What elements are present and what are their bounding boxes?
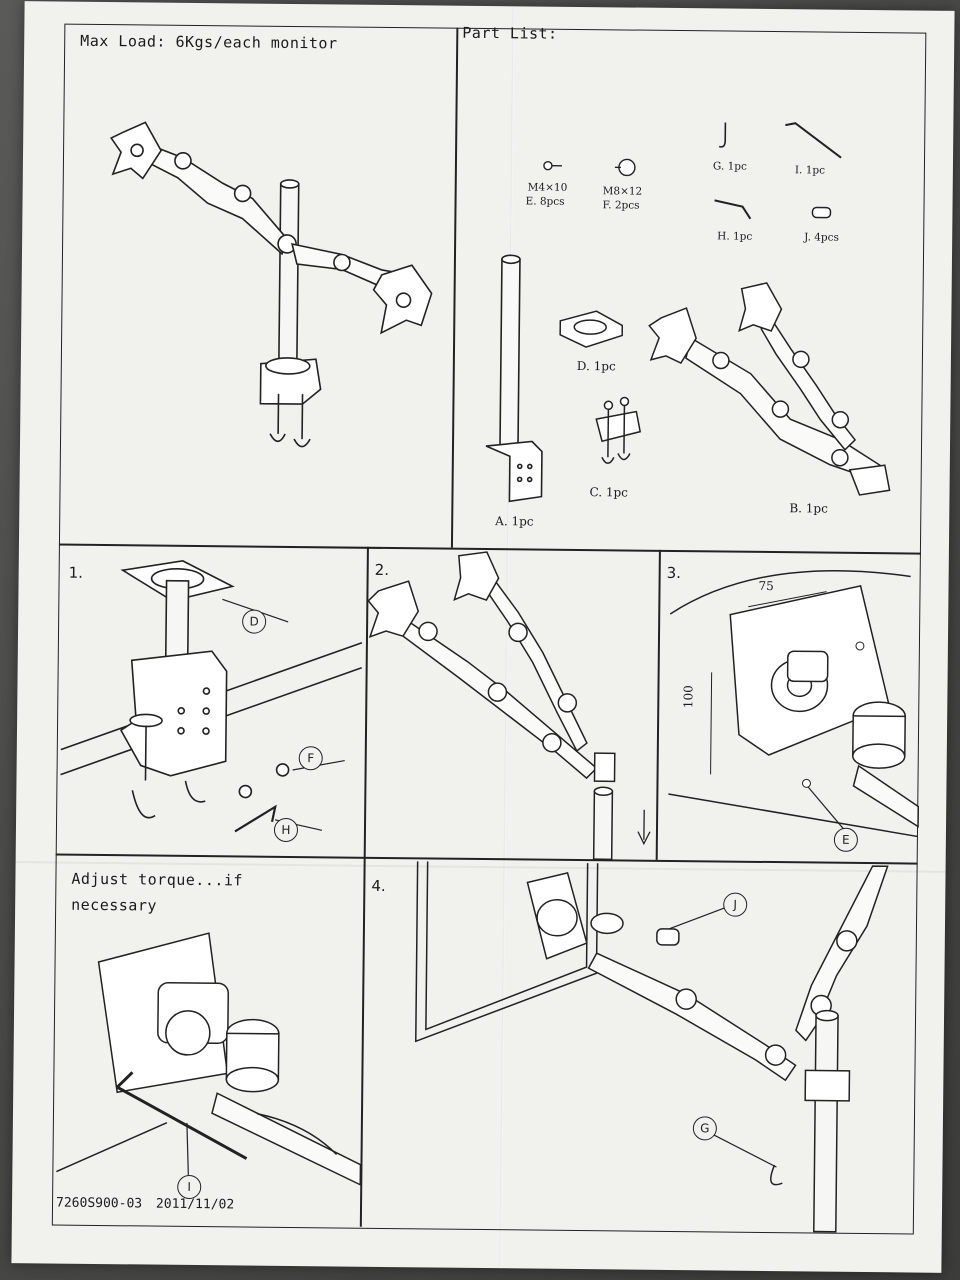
max-load-text: Max Load: 6Kgs/each monitor <box>80 31 338 53</box>
part-f-qty: F. 2pcs <box>602 199 640 212</box>
allen-key-i-icon <box>785 122 842 159</box>
part-a: A. 1pc <box>495 514 534 529</box>
step-2-illustration <box>367 551 651 861</box>
torque-note-line2: necessary <box>71 895 158 915</box>
footer-date: 2011/11/02 <box>155 1196 235 1213</box>
allen-key-h-icon <box>714 199 752 220</box>
callout-h: H <box>273 817 299 843</box>
torque-illustration <box>56 932 362 1186</box>
arm-b-illustration <box>648 282 891 496</box>
instruction-sheet: Max Load: 6Kgs/each monitor Part List: <box>11 1 955 1273</box>
dimension-width: 75 <box>758 578 774 594</box>
screw-f-icon <box>614 158 636 177</box>
part-list-heading: Part List: <box>462 23 558 43</box>
footer-code: 7260S900-03 2011/11/02 <box>56 1196 234 1213</box>
part-h: H. 1pc <box>717 230 753 243</box>
part-b: B. 1pc <box>789 501 828 516</box>
callout-d: D <box>242 609 267 634</box>
part-e-size: M4×10 <box>527 181 568 194</box>
clip-j-icon <box>811 206 832 219</box>
step-4-illustration <box>415 861 889 1233</box>
part-c: C. 1pc <box>589 485 629 500</box>
part-f-size: M8×12 <box>602 185 643 198</box>
dimension-height: 100 <box>681 685 696 709</box>
callout-i: I <box>177 1174 202 1200</box>
callout-f: F <box>298 746 323 771</box>
callout-e: E <box>833 827 859 852</box>
part-g: G. 1pc <box>712 160 747 173</box>
screw-e-icon <box>543 160 562 171</box>
callout-g: G <box>692 1116 717 1141</box>
pole-a-illustration <box>485 254 543 503</box>
step-1-illustration <box>60 560 363 833</box>
part-j: J. 4pcs <box>804 231 840 244</box>
callout-j: J <box>723 892 748 917</box>
torque-note-line1: Adjust torque...if <box>71 869 244 890</box>
step-3-illustration <box>668 569 920 838</box>
footer-part-code: 7260S900-03 <box>55 1195 143 1212</box>
hook-g-icon <box>718 122 727 148</box>
part-i: I. 1pc <box>794 164 826 177</box>
part-e-qty: E. 8pcs <box>525 195 565 208</box>
part-d: D. 1pc <box>576 358 616 374</box>
clamp-c-illustration <box>595 396 642 465</box>
plate-d-illustration <box>559 310 624 348</box>
assembly-illustration <box>110 121 433 448</box>
